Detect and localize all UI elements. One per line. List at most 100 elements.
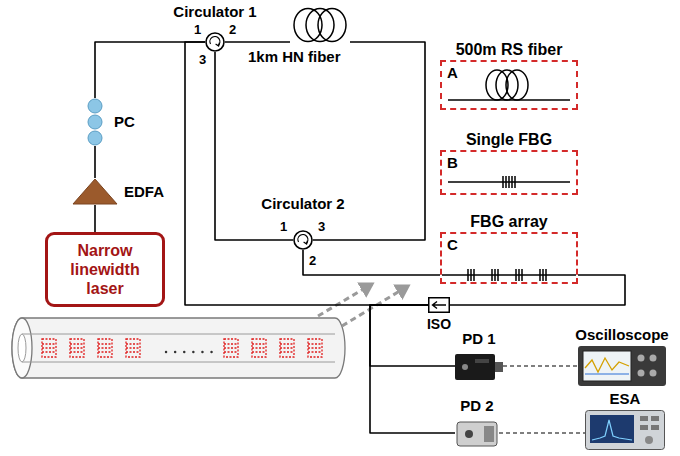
ellipsis-dots	[166, 351, 212, 353]
oscilloscope-icon-part	[583, 351, 631, 381]
polarization-controller-part	[88, 115, 102, 129]
photodetector-part	[462, 364, 468, 370]
optical-fiber	[303, 250, 440, 275]
oscilloscope-icon-part	[650, 355, 657, 362]
fiber-coil-part	[306, 9, 334, 42]
option-box-part	[442, 274, 576, 276]
circulator-part	[294, 231, 312, 249]
node-heading: PD 1	[462, 330, 495, 347]
polarization-controller-part	[88, 99, 102, 113]
signal-cable	[503, 365, 578, 367]
option-box: Single FBGB	[440, 150, 578, 195]
oscilloscope-icon-part	[578, 346, 666, 386]
oscilloscope-icon-part	[585, 358, 629, 372]
isolator-part	[429, 298, 450, 313]
port-number: 3	[318, 219, 325, 234]
option-box-part	[468, 269, 546, 281]
photodetector-part	[475, 359, 489, 363]
port-number: 2	[309, 253, 316, 268]
photodetector-part	[484, 426, 494, 442]
option-box-art	[442, 152, 576, 193]
analyzer-icon: ESA	[585, 410, 665, 450]
node-heading: Circulator 1	[173, 3, 256, 20]
port-number: 1	[280, 219, 287, 234]
isolator-art	[428, 297, 450, 313]
analyzer-icon-part	[640, 416, 648, 421]
node-heading: 1km HN fiber	[248, 48, 341, 65]
node-heading: PC	[114, 113, 135, 130]
option-box-art	[442, 62, 576, 108]
oscilloscope-icon: Oscilloscope	[578, 346, 666, 386]
node-heading: ESA	[610, 390, 641, 407]
box-letter: C	[447, 236, 458, 253]
fiber-coil-art	[290, 8, 350, 42]
analyzer-icon-part	[586, 411, 665, 450]
isolator: ISO	[428, 297, 450, 313]
pointer-arrow	[342, 286, 408, 326]
circulator-part	[298, 235, 308, 244]
fbg-marks	[42, 339, 322, 357]
option-box-art	[442, 234, 576, 282]
node-heading: EDFA	[124, 183, 164, 200]
oscilloscope-icon-part	[638, 370, 645, 377]
option-box-part	[503, 176, 515, 188]
amplifier-symbol: EDFA	[72, 178, 118, 205]
option-box-part	[486, 70, 508, 100]
box-letter: A	[447, 64, 458, 81]
node-heading: Oscilloscope	[575, 326, 668, 343]
analyzer-icon-part	[640, 425, 648, 430]
optical-fiber	[370, 305, 455, 433]
node-heading: 500m RS fiber	[456, 41, 563, 59]
cable-end	[12, 318, 32, 378]
photodetector: PD 1	[455, 350, 503, 382]
circulator-part	[206, 33, 224, 51]
analyzer-icon-art	[585, 410, 665, 450]
circulator-part	[210, 37, 220, 46]
pointer-arrow	[318, 284, 372, 316]
photodetector-part	[495, 362, 503, 372]
port-number: 1	[194, 22, 201, 37]
circulator: Circulator 2	[293, 230, 313, 250]
option-box: FBG arrayC	[440, 232, 578, 284]
circulator-part	[304, 241, 308, 244]
fiber-coil-part	[318, 9, 346, 42]
box-letter: B	[447, 154, 458, 171]
optical-fiber	[450, 275, 625, 305]
circulator: Circulator 1	[205, 32, 225, 52]
node-heading: Single FBG	[466, 131, 552, 149]
oscilloscope-icon-part	[638, 355, 645, 362]
optical-fiber	[185, 42, 428, 305]
amplifier-symbol-art	[72, 178, 118, 205]
port-number: 2	[229, 22, 236, 37]
isolator-part	[433, 302, 447, 309]
optical-fiber	[95, 42, 205, 98]
photodetector-part	[457, 422, 497, 446]
node-heading: Circulator 2	[261, 195, 344, 212]
optical-fiber	[215, 52, 293, 240]
optical-fiber	[94, 146, 96, 178]
polarization-controller: PC	[84, 98, 106, 146]
cable-body	[12, 318, 345, 378]
node-heading: FBG array	[470, 213, 547, 231]
analyzer-icon-part	[592, 420, 632, 440]
oscilloscope-icon-part	[650, 370, 657, 377]
cable-tube	[22, 334, 335, 362]
analyzer-icon-part	[645, 436, 653, 444]
circulator-art	[293, 230, 313, 250]
option-box-part	[506, 70, 528, 100]
optical-fiber	[370, 305, 455, 366]
circulator-part	[216, 43, 220, 46]
photodetector-art	[455, 418, 499, 448]
oscilloscope-icon-part	[585, 374, 629, 375]
option-box-part	[496, 70, 518, 100]
oscilloscope-icon-art	[578, 346, 666, 386]
laser-box: Narrow linewidth laser	[45, 232, 165, 307]
optical-fiber	[225, 41, 290, 43]
photodetector-art	[455, 350, 503, 382]
photodetector: PD 2	[455, 418, 499, 448]
amplifier-symbol-part	[73, 179, 117, 204]
node-heading: ISO	[427, 316, 451, 332]
